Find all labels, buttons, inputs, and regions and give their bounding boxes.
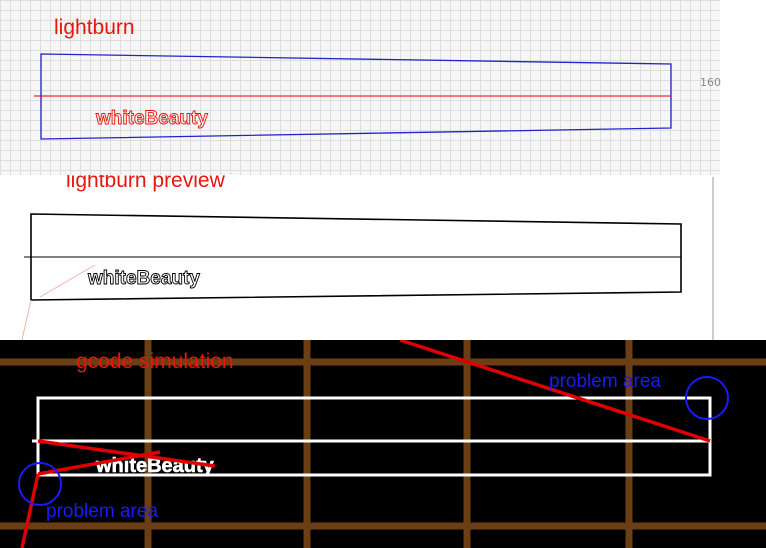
lightburn-preview-panel: whiteBeauty lightburn preview xyxy=(0,175,766,340)
lightburn-workspace-panel: whiteBeauty lightburn xyxy=(0,0,720,175)
sim-grid xyxy=(0,340,766,548)
problem-area-label-right: problem area xyxy=(549,371,661,392)
preview-caption: lightburn preview xyxy=(66,175,225,192)
preview-canvas: whiteBeauty xyxy=(21,177,714,340)
sim-outline-shape xyxy=(36,396,712,477)
workspace-caption: lightburn xyxy=(54,16,135,39)
sim-travel-lines xyxy=(20,340,711,548)
gcode-simulation-panel: whiteBeauty gcode simulation problem are… xyxy=(0,340,766,548)
preview-travel-line xyxy=(21,299,32,340)
tapered-rectangle-shape[interactable] xyxy=(40,53,672,140)
preview-tapered-shape xyxy=(30,213,682,301)
simulation-canvas: whiteBeauty xyxy=(0,340,766,548)
simulation-caption: gcode simulation xyxy=(76,350,234,373)
problem-area-circle-left xyxy=(18,462,62,506)
design-text-whitebeauty[interactable]: whiteBeauty xyxy=(95,108,209,130)
ruler-tick-label: 160 xyxy=(700,76,721,89)
preview-design-text: whiteBeauty xyxy=(87,268,200,289)
problem-area-circle-right xyxy=(685,376,729,420)
vertical-ruler xyxy=(720,0,766,175)
preview-travel-line xyxy=(39,264,96,298)
problem-area-label-left: problem area xyxy=(46,501,158,522)
workspace-canvas: whiteBeauty xyxy=(34,53,672,140)
